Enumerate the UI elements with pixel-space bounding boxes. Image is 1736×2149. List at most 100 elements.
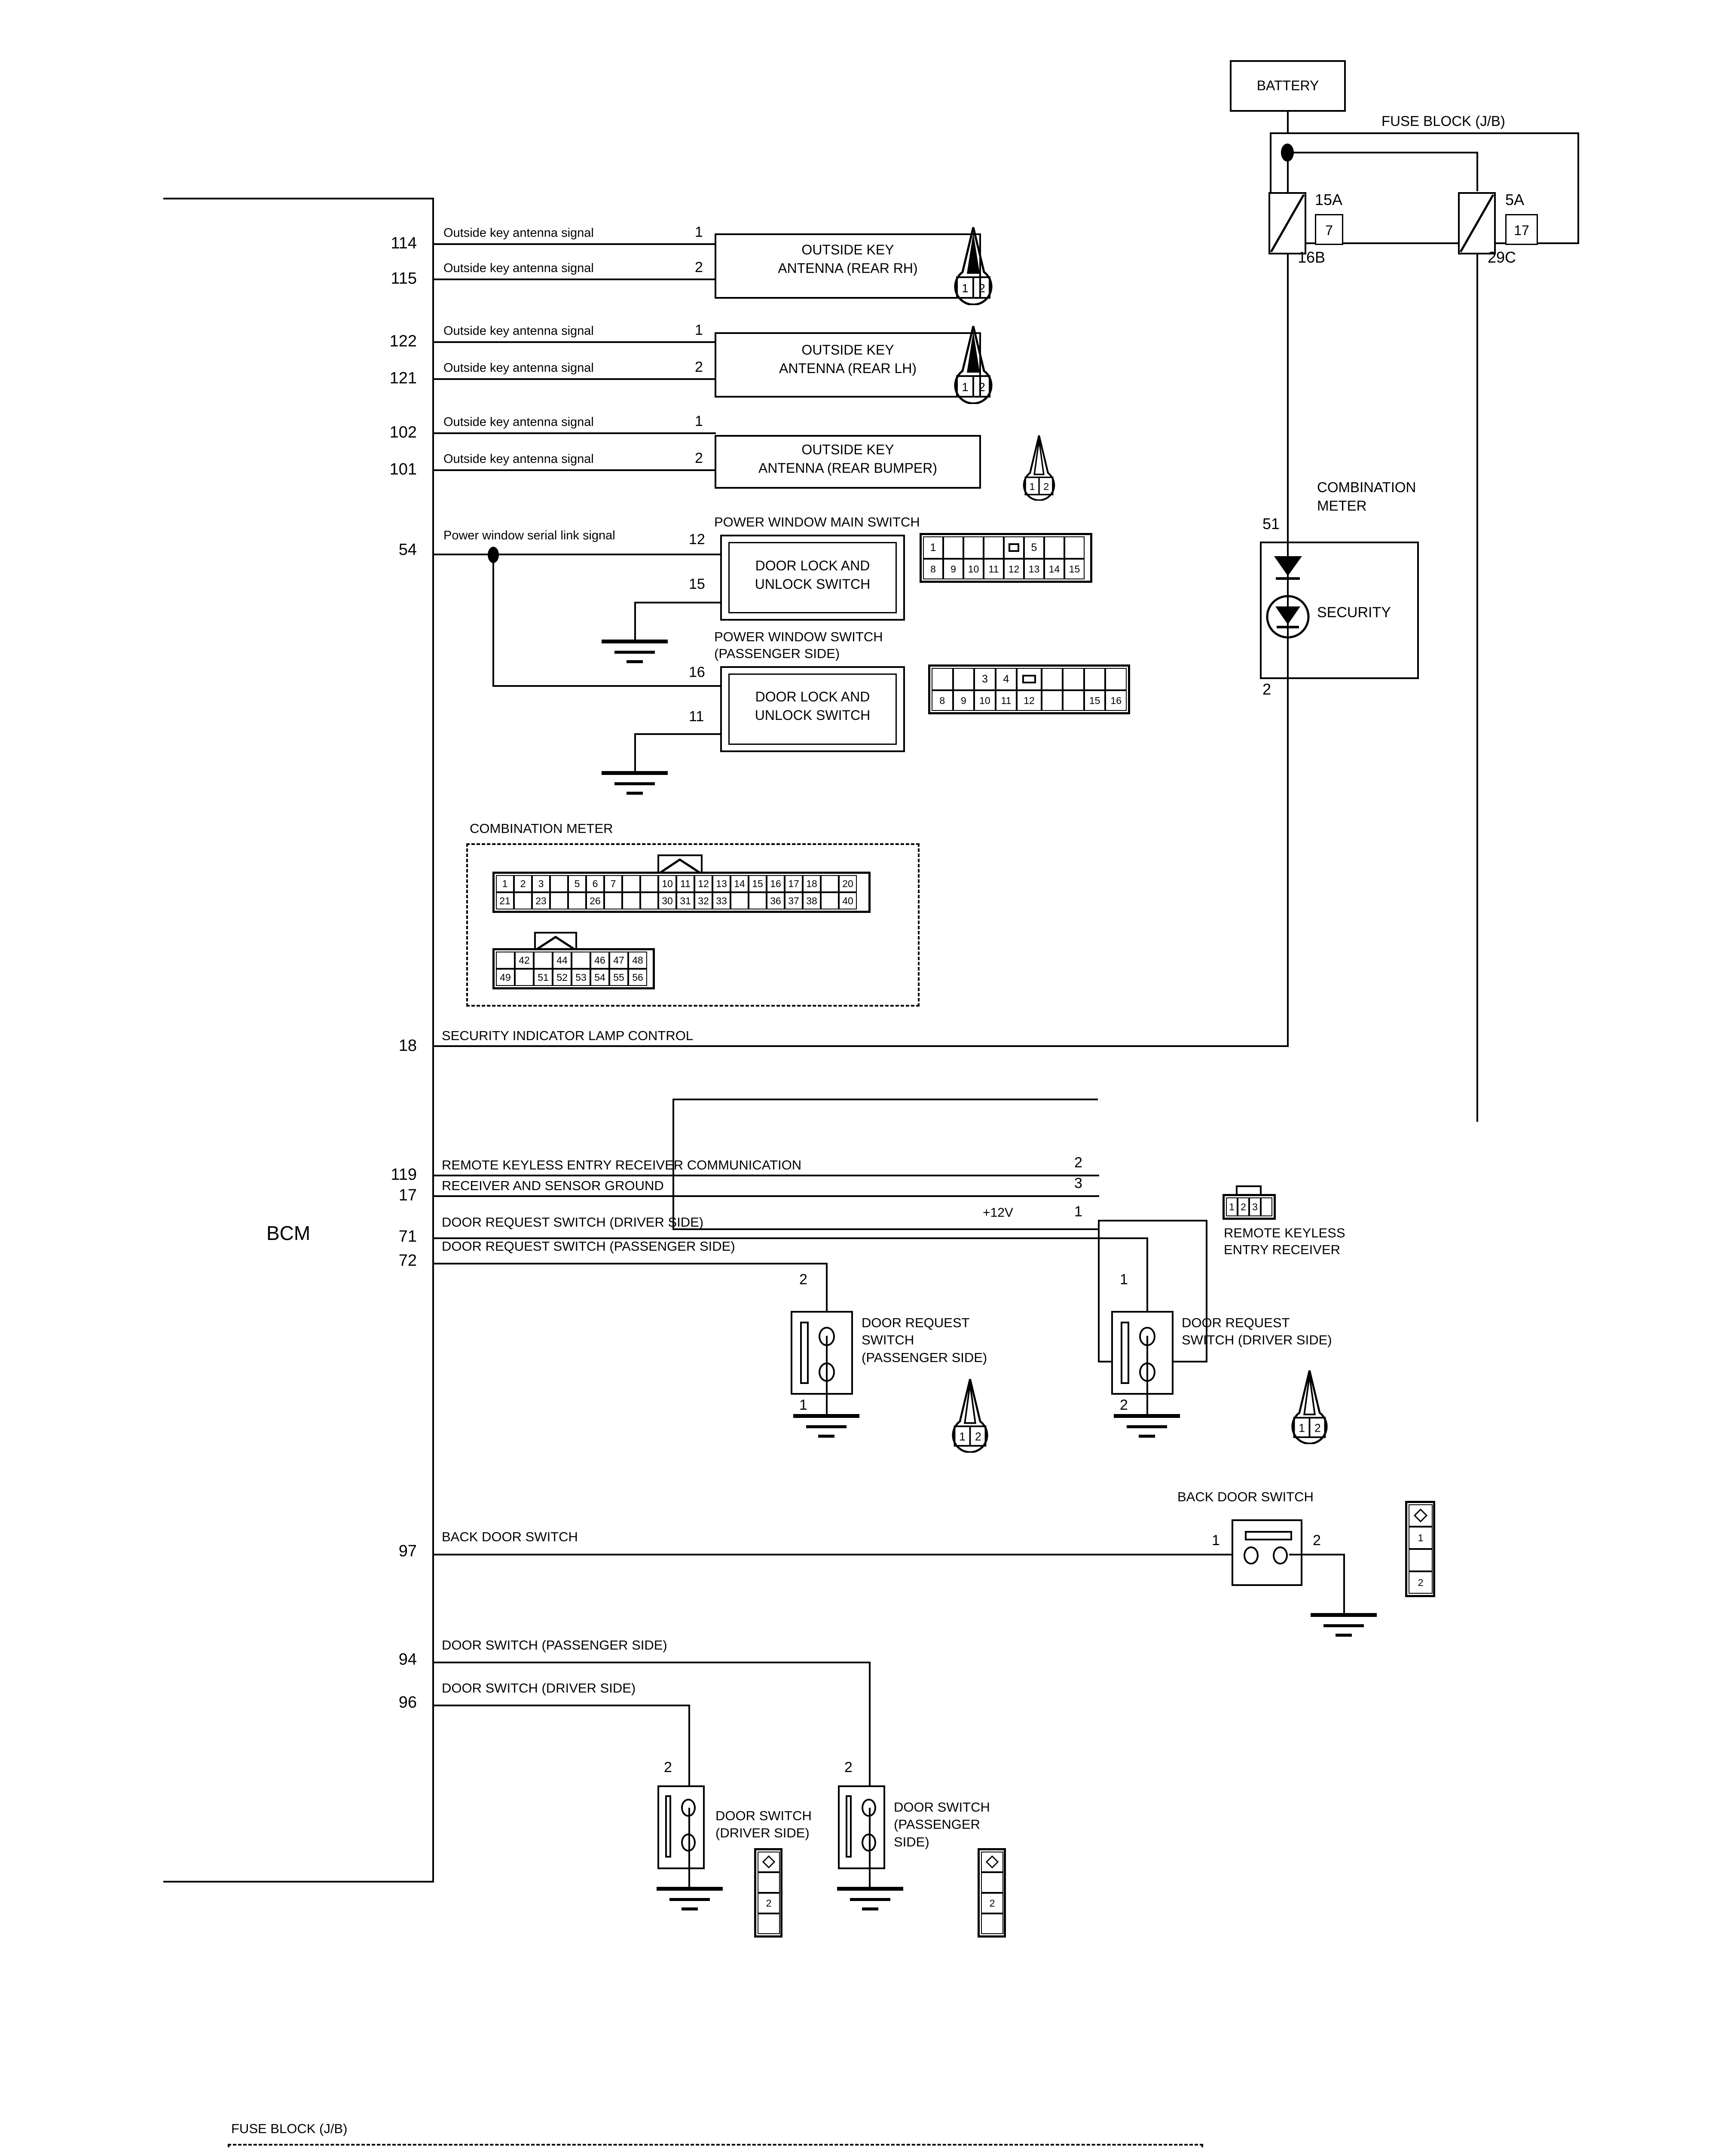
fuse1-in-lead xyxy=(1287,160,1289,192)
pw-main-switch-inner xyxy=(728,542,897,613)
drp-l1: DOOR REQUEST xyxy=(862,1315,970,1330)
comb-meter-big-latch-chevron-icon xyxy=(658,858,702,875)
pw-pass-cell-t3: 4 xyxy=(995,668,1017,690)
fuse-block-detail-frame xyxy=(228,2144,1203,2149)
cmb-t13: 14 xyxy=(730,875,749,892)
cms-t7: 48 xyxy=(628,952,647,969)
pw-pass-cell-t5 xyxy=(1041,668,1063,690)
signal-101: Outside key antenna signal xyxy=(443,452,594,466)
cmb-t6: 7 xyxy=(604,875,622,892)
pw-passenger-switch-connector: 3 4 8 9 10 11 12 15 16 xyxy=(928,664,1130,714)
pw-pass-title-l1: POWER WINDOW SWITCH xyxy=(714,629,883,644)
antenna1-pin-1: 1 xyxy=(695,224,703,240)
svg-text:1: 1 xyxy=(962,380,969,394)
cmb-t4: 5 xyxy=(568,875,586,892)
pw-main-conn-row-top: 1 5 xyxy=(923,536,1089,559)
pw-main-cell-b3: 11 xyxy=(984,559,1004,579)
back-door-switch-body xyxy=(1232,1519,1302,1586)
antenna1-shield-connector: 1 2 xyxy=(954,227,993,305)
back-door-gnd-wire-v xyxy=(1343,1554,1345,1615)
pw-main-pin-15: 15 xyxy=(689,576,705,592)
comb-meter-small-latch-chevron-icon xyxy=(535,936,576,951)
comb-meter-pin2-lead xyxy=(1287,679,1289,1047)
bdc-cell-2 xyxy=(1409,1549,1433,1571)
wire-122 xyxy=(432,341,716,343)
door-request-driver-wire-down xyxy=(1146,1336,1148,1414)
security-lamp-label: SECURITY xyxy=(1317,604,1391,621)
pw-main-cell-t2 xyxy=(963,536,984,559)
battery-label: BATTERY xyxy=(1256,78,1319,93)
signal-94: DOOR SWITCH (PASSENGER SIDE) xyxy=(442,1638,667,1653)
pw-pass-cell-b2: 10 xyxy=(974,690,996,711)
cms-b6: 55 xyxy=(609,969,628,986)
cmb-b0: 21 xyxy=(496,892,514,909)
door-switch-driver-ground-icon xyxy=(657,1887,725,1913)
back-door-contact-right xyxy=(1273,1546,1288,1564)
wire-94-v xyxy=(869,1662,871,1785)
dsdc-cell-1 xyxy=(758,1872,780,1893)
door-request-passenger-ground-icon xyxy=(793,1414,862,1441)
cmb-t12: 13 xyxy=(712,875,730,892)
wire-94-h xyxy=(432,1662,871,1663)
antenna1-name: OUTSIDE KEY ANTENNA (REAR RH) xyxy=(715,241,981,278)
dsdc-cell-2: 2 xyxy=(758,1893,780,1913)
cmb-b18 xyxy=(821,892,839,909)
door-request-driver-pin-bot: 2 xyxy=(1120,1397,1128,1413)
bcm-pin-102: 102 xyxy=(389,423,417,441)
comb-meter-pin-bottom: 2 xyxy=(1262,680,1271,698)
door-request-passenger-pin-bot: 1 xyxy=(799,1397,807,1413)
cms-b7: 56 xyxy=(628,969,647,986)
cmb-b16: 37 xyxy=(785,892,803,909)
wire-115 xyxy=(432,279,716,280)
rcv-cell-0: 1 xyxy=(1226,1197,1238,1216)
svg-text:2: 2 xyxy=(1314,1422,1321,1435)
comb-meter-pin-top: 51 xyxy=(1262,515,1280,533)
back-door-pin-right: 2 xyxy=(1313,1532,1321,1549)
pw-pass-cell-t8 xyxy=(1105,668,1127,690)
cms-t0 xyxy=(496,952,515,969)
cmb-t18 xyxy=(821,875,839,892)
fuse2-out-label: 29C xyxy=(1488,248,1516,266)
svg-text:2: 2 xyxy=(978,380,985,394)
wire-72-h xyxy=(432,1263,828,1264)
svg-text:2: 2 xyxy=(975,1430,981,1443)
receiver-connector-latch xyxy=(1236,1185,1262,1195)
wire-54-branch-v xyxy=(492,554,494,687)
wire-101 xyxy=(432,469,716,471)
back-door-connector: 1 2 xyxy=(1405,1501,1435,1597)
pw-pass-gnd-wire-h xyxy=(634,733,721,735)
wire-102 xyxy=(432,432,716,434)
outside-key-antenna-rear-rh-box xyxy=(715,233,981,299)
door-request-driver-label: DOOR REQUEST SWITCH (DRIVER SIDE) xyxy=(1182,1314,1332,1349)
pw-pass-conn-row-top: 3 4 xyxy=(932,668,1127,690)
pw-main-switch-connector: 1 5 8 9 10 11 12 13 14 15 xyxy=(920,533,1092,583)
cms-t1: 42 xyxy=(515,952,534,969)
receiver-pin-1: 1 xyxy=(1074,1203,1082,1220)
signal-122: Outside key antenna signal xyxy=(443,324,594,338)
signal-54: Power window serial link signal xyxy=(443,529,615,542)
bcm-pin-18: 18 xyxy=(398,1037,417,1055)
fuse1-number-box xyxy=(1315,214,1343,245)
antenna3-name: OUTSIDE KEY ANTENNA (REAR BUMPER) xyxy=(715,441,981,478)
battery-lead xyxy=(1287,111,1289,150)
pw-pass-cell-t0 xyxy=(932,668,953,690)
comb-meter-small-row-bot: 49 51 52 53 54 55 56 xyxy=(496,969,651,986)
door-switch-passenger-body xyxy=(838,1785,885,1869)
fuse2-rating: 5A xyxy=(1505,191,1525,208)
pw-pass-l1: DOOR LOCK AND xyxy=(755,689,870,704)
bdc-cell-1: 1 xyxy=(1409,1527,1433,1549)
pw-main-cell-t7 xyxy=(1064,536,1085,559)
door-switch-driver-actuator-bar xyxy=(665,1795,671,1858)
fuse1-feed-down xyxy=(1287,293,1289,542)
door-request-driver-shield-connector: 1 2 xyxy=(1291,1370,1328,1444)
svg-text:2: 2 xyxy=(1043,481,1049,492)
rcv-cell-2: 3 xyxy=(1249,1197,1261,1216)
pw-passenger-switch-title: POWER WINDOW SWITCH (PASSENGER SIDE) xyxy=(714,629,883,662)
antenna3-shield-connector: 1 2 xyxy=(1023,435,1055,501)
signal-71: DOOR REQUEST SWITCH (DRIVER SIDE) xyxy=(442,1215,704,1230)
rcv-cell-3 xyxy=(1261,1197,1272,1216)
door-request-passenger-pin-top: 2 xyxy=(799,1271,807,1288)
fuse1-rating: 15A xyxy=(1315,191,1343,208)
pw-main-ground-icon xyxy=(602,640,670,666)
